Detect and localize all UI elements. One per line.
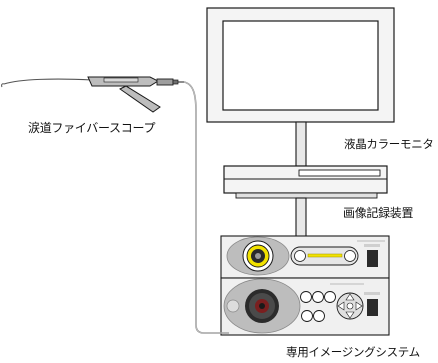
light-source-unit: [220, 235, 390, 279]
camera-control-unit: [220, 277, 390, 336]
lacrimal-fiberscope: [1, 76, 229, 334]
fiberscope-label: 涙道ファイバースコープ: [28, 121, 156, 135]
imaging-system-label: 専用イメージングシステム: [286, 345, 420, 359]
monitor-label: 液晶カラーモニタ: [344, 137, 434, 151]
lcd-monitor: [206, 7, 395, 167]
image-recorder: [223, 165, 388, 238]
recorder-label: 画像記録装置: [343, 206, 414, 220]
